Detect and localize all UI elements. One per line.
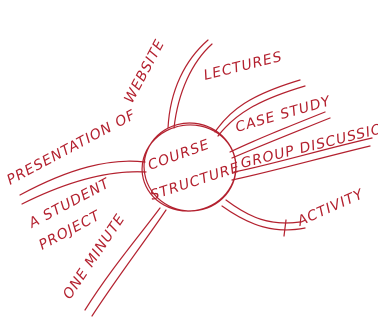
branch-lines [19, 39, 373, 317]
branch-line-group-discussions [233, 137, 373, 173]
label-website: WEBSITE [121, 37, 168, 106]
activity-tick [283, 219, 287, 237]
center-node: COURSE STRUCTURE [141, 122, 242, 212]
label-activity: ACTIVITY [294, 186, 367, 230]
branch-line-activity [225, 199, 301, 224]
branch-line-case-study-2 [231, 117, 331, 159]
label-lectures: LECTURES [202, 49, 284, 84]
branch-line-one-minute-2 [91, 209, 167, 317]
branch-line-website-2 [173, 43, 213, 129]
branch-line-group-discussions-2 [231, 145, 371, 181]
branch-labels: WEBSITE LECTURES CASE STUDY GROUP DISCUS… [4, 37, 378, 302]
center-label-line1: COURSE [146, 137, 212, 174]
branch-line-presentation-2 [21, 171, 147, 205]
label-presentation-line1: PRESENTATION OF [4, 107, 138, 189]
branch-line-case-study [229, 111, 326, 153]
branch-line-presentation [19, 160, 146, 196]
branch-line-activity-2 [221, 205, 306, 231]
branch-line-lectures [214, 79, 301, 133]
branch-line-website [167, 39, 209, 129]
branch-line-lectures-2 [217, 85, 306, 137]
branch-line-one-minute [84, 207, 161, 311]
